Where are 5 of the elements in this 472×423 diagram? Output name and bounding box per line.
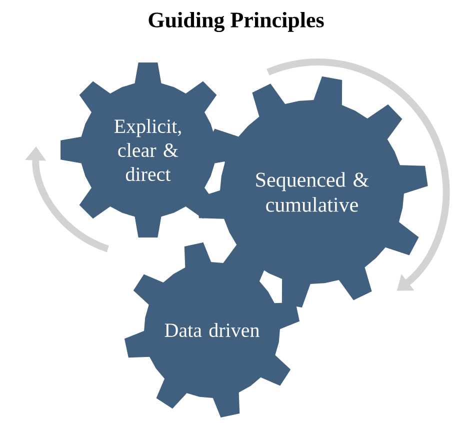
gear: Sequenced & cumulative bbox=[196, 76, 428, 308]
title: Guiding Principles bbox=[148, 12, 324, 32]
gear: Explicit, clear & direct bbox=[60, 62, 236, 238]
gear: Data driven bbox=[124, 242, 300, 418]
node-label: Sequenced & cumulative bbox=[256, 172, 369, 212]
